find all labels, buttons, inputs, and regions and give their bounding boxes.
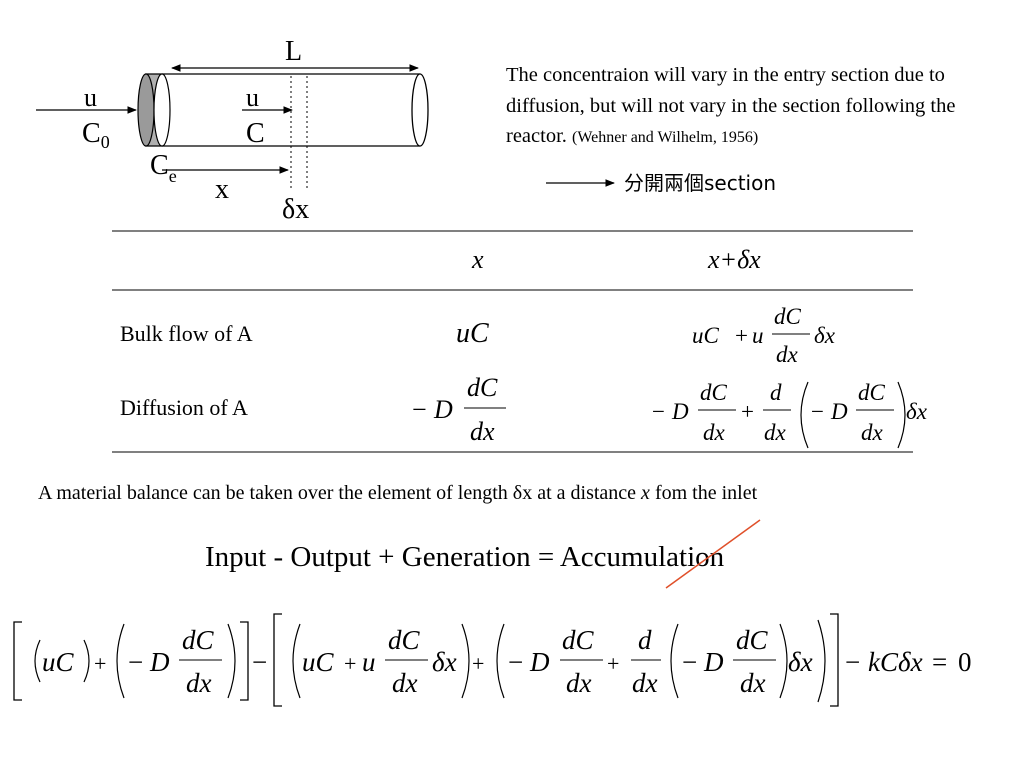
- svg-text:u: u: [752, 323, 764, 348]
- final-equation: uC + − D dC dx − uC + u dC dx δx + − D d…: [13, 613, 972, 707]
- svg-text:u: u: [362, 647, 376, 677]
- svg-text:uC: uC: [302, 647, 335, 677]
- svg-text:dC: dC: [858, 380, 886, 405]
- svg-text:D: D: [149, 647, 170, 677]
- balance-words-equation: Input - Output + Generation = Accumulati…: [205, 541, 725, 573]
- svg-text:d: d: [770, 380, 782, 405]
- accumulation-strikethrough: [665, 519, 761, 589]
- svg-text:dC: dC: [182, 625, 215, 655]
- svg-text:dx: dx: [776, 342, 799, 367]
- inlet-cap-face: [137, 73, 155, 147]
- svg-text:+: +: [344, 651, 356, 676]
- svg-text:dx: dx: [392, 668, 418, 698]
- svg-text:D: D: [830, 399, 848, 424]
- svg-text:=: =: [932, 647, 947, 677]
- entry-section-note: The concentraion will vary in the entry …: [506, 64, 956, 147]
- svg-text:−: −: [652, 399, 665, 424]
- bulk-xdx-expr: uC + u dC dx δx: [692, 304, 836, 367]
- svg-text:−: −: [508, 647, 523, 677]
- svg-text:δx: δx: [788, 647, 813, 677]
- svg-text:dC: dC: [700, 380, 728, 405]
- svg-text:−: −: [845, 647, 860, 677]
- svg-text:−: −: [128, 647, 143, 677]
- mid-u: u: [246, 83, 259, 112]
- row-diffusion-label: Diffusion of A: [120, 395, 248, 420]
- svg-text:dC: dC: [736, 625, 769, 655]
- diffusion-xdx-expr: − D dC dx + d dx − D dC dx δx: [652, 380, 928, 449]
- svg-text:δx: δx: [906, 399, 928, 424]
- tube-outlet-ellipse: [411, 73, 429, 147]
- svg-text:dC: dC: [774, 304, 802, 329]
- svg-text:+: +: [735, 323, 748, 348]
- label-x: x: [215, 174, 229, 205]
- label-dx: δx: [282, 194, 309, 225]
- inlet-u: u: [84, 83, 97, 112]
- svg-text:D: D: [433, 395, 453, 424]
- svg-text:D: D: [671, 399, 689, 424]
- label-L: L: [285, 36, 302, 67]
- svg-text:dC: dC: [388, 625, 421, 655]
- svg-text:+: +: [607, 651, 619, 676]
- svg-text:dx: dx: [703, 420, 726, 445]
- svg-text:D: D: [529, 647, 550, 677]
- svg-text:dx: dx: [566, 668, 592, 698]
- svg-text:0: 0: [958, 647, 972, 677]
- svg-text:kCδx: kCδx: [868, 647, 923, 677]
- svg-text:dx: dx: [186, 668, 212, 698]
- svg-text:dC: dC: [467, 373, 498, 402]
- svg-text:+: +: [472, 651, 484, 676]
- inlet-C: C0: [82, 118, 110, 152]
- diffusion-x-expr: − D dC dx: [412, 373, 506, 446]
- inlet-cap-inner: [153, 73, 171, 147]
- col-header-x-plus-dx: x+δx: [707, 245, 761, 274]
- svg-text:dx: dx: [740, 668, 766, 698]
- svg-text:−: −: [811, 399, 824, 424]
- svg-text:−: −: [412, 395, 427, 424]
- svg-text:dC: dC: [562, 625, 595, 655]
- mid-C: C: [246, 118, 265, 149]
- balance-sentence: A material balance can be taken over the…: [38, 482, 758, 504]
- svg-text:dx: dx: [861, 420, 884, 445]
- svg-text:−: −: [252, 647, 267, 677]
- citation: (Wehner and Wilhelm, 1956): [572, 129, 759, 146]
- svg-text:+: +: [94, 651, 106, 676]
- svg-text:D: D: [703, 647, 724, 677]
- flux-table: x x+δx Bulk flow of A Diffusion of A uC …: [112, 230, 928, 453]
- svg-text:δx: δx: [814, 323, 836, 348]
- svg-text:uC: uC: [42, 647, 75, 677]
- svg-text:dx: dx: [632, 668, 658, 698]
- svg-text:uC: uC: [692, 323, 720, 348]
- svg-text:dx: dx: [470, 417, 495, 446]
- section-label: 分開兩個section: [624, 171, 776, 195]
- col-header-x: x: [471, 245, 484, 274]
- svg-text:−: −: [682, 647, 697, 677]
- svg-text:d: d: [638, 625, 652, 655]
- row-bulk-flow-label: Bulk flow of A: [120, 321, 253, 346]
- svg-text:dx: dx: [764, 420, 787, 445]
- bulk-x-expr: uC: [456, 318, 489, 349]
- svg-text:+: +: [741, 399, 754, 424]
- reactor-diagram: L u C0 u C Ce x δx: [36, 36, 429, 225]
- svg-text:δx: δx: [432, 647, 457, 677]
- label-Ce: Ce: [150, 150, 177, 186]
